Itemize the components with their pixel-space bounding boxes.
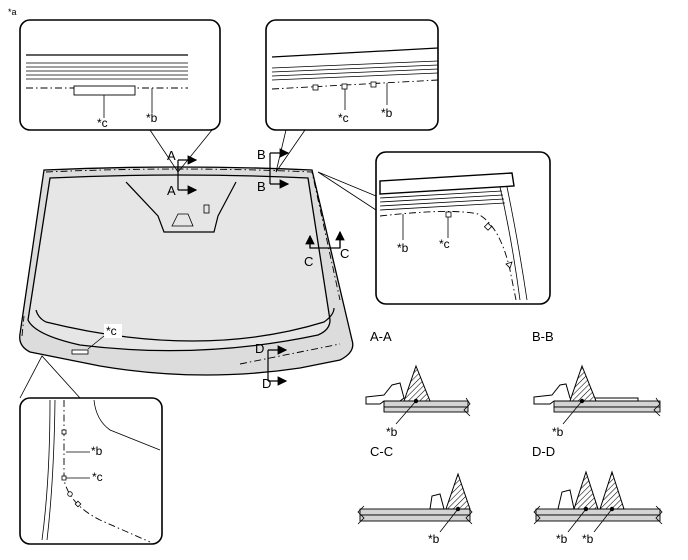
detail-tl-label-b: *b <box>146 111 158 125</box>
main-callout-c-label: *c <box>106 324 117 338</box>
section-dd-label-b-right: *b <box>582 532 594 546</box>
detail-bottom-left: *b *c <box>19 397 163 545</box>
section-indicator-a: A A <box>167 148 198 198</box>
detail-tr-label-b: *b <box>381 106 393 120</box>
section-dd-label-b-left: *b <box>556 532 568 546</box>
mirror-mount-inner <box>171 213 194 227</box>
sensor-bracket <box>203 204 210 214</box>
windshield <box>19 166 354 376</box>
main-callout-c: *c <box>87 324 122 350</box>
figure-marker: *a <box>8 7 17 17</box>
section-view-c-c: C-C *b <box>357 444 473 546</box>
detail-r-label-c: *c <box>439 237 450 251</box>
detail-tl-label-c: *c <box>97 116 108 130</box>
section-label-a-top: A <box>167 148 176 163</box>
section-view-b-b: B-B *b <box>532 329 661 439</box>
section-aa-label-b: *b <box>386 425 398 439</box>
detail-bl-label-b: *b <box>91 444 103 458</box>
mirror-mount-outline <box>125 181 237 233</box>
section-label-a-bottom: A <box>167 183 176 198</box>
spacer-block <box>73 85 136 96</box>
detail-top-left: *c *b <box>19 19 221 131</box>
section-cc-label-b: *b <box>428 532 440 546</box>
section-indicator-d: D D <box>255 341 288 391</box>
windshield-black-ceramic <box>35 307 335 342</box>
detail-bl-label-c: *c <box>92 470 103 484</box>
section-label-c-left: C <box>304 254 313 269</box>
section-label-d-bottom: D <box>262 376 271 391</box>
section-title-c-c: C-C <box>370 444 393 459</box>
section-label-d-top: D <box>255 341 264 356</box>
section-title-d-d: D-D <box>532 444 555 459</box>
svg-text:*a: *a <box>8 7 17 17</box>
leader-top-right <box>275 129 306 173</box>
section-title-a-a: A-A <box>370 329 392 344</box>
section-indicator-c: C C <box>304 230 349 269</box>
windshield-inner-glass <box>27 174 331 352</box>
section-view-d-d: D-D *b *b <box>532 444 663 546</box>
spacer-marker <box>71 349 89 355</box>
leader-bottom-left <box>19 355 81 399</box>
detail-top-right: *c *b <box>265 19 439 131</box>
section-indicator-b: B B <box>257 147 290 194</box>
leader-right <box>317 171 377 211</box>
section-bb-label-b: *b <box>552 425 564 439</box>
section-view-a-a: A-A *b <box>365 329 471 439</box>
detail-right: *b *c <box>375 151 551 305</box>
section-label-b-top: B <box>257 147 266 162</box>
windshield-adhesive-line <box>21 168 341 365</box>
detail-r-label-b: *b <box>397 241 409 255</box>
section-label-c-right: C <box>340 246 349 261</box>
section-title-b-b: B-B <box>532 329 554 344</box>
leader-top-left <box>149 129 213 173</box>
section-label-b-bottom: B <box>257 179 266 194</box>
detail-tr-label-c: *c <box>338 111 349 125</box>
